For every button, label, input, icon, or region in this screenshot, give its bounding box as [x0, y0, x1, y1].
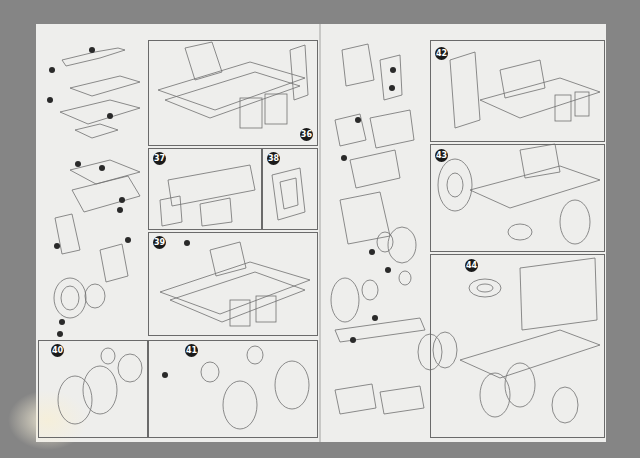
- step-number: 36: [300, 128, 313, 141]
- step-number: 38: [267, 152, 280, 165]
- step-panel: 39: [148, 232, 318, 336]
- step-number: 37: [153, 152, 166, 165]
- fold-line: [319, 24, 321, 442]
- step-panel: 44: [430, 254, 605, 438]
- step-panel: 43: [430, 144, 605, 252]
- step-panel: 42: [430, 40, 605, 142]
- step-number: 44: [465, 259, 478, 272]
- step-number: 43: [435, 149, 448, 162]
- paper-sheet: [36, 24, 606, 442]
- step-panel: 36: [148, 40, 318, 146]
- part-marker: [47, 47, 396, 378]
- step-panel: 40: [38, 340, 148, 438]
- step-number: 42: [435, 47, 448, 60]
- step-panel: 41: [148, 340, 318, 438]
- line-art: [54, 42, 600, 429]
- step-number: 41: [185, 344, 198, 357]
- step-number: 39: [153, 236, 166, 249]
- light-glare: [8, 390, 88, 450]
- step-panel: 37: [148, 148, 262, 230]
- step-panel: 38: [262, 148, 318, 230]
- step-number: 40: [51, 344, 64, 357]
